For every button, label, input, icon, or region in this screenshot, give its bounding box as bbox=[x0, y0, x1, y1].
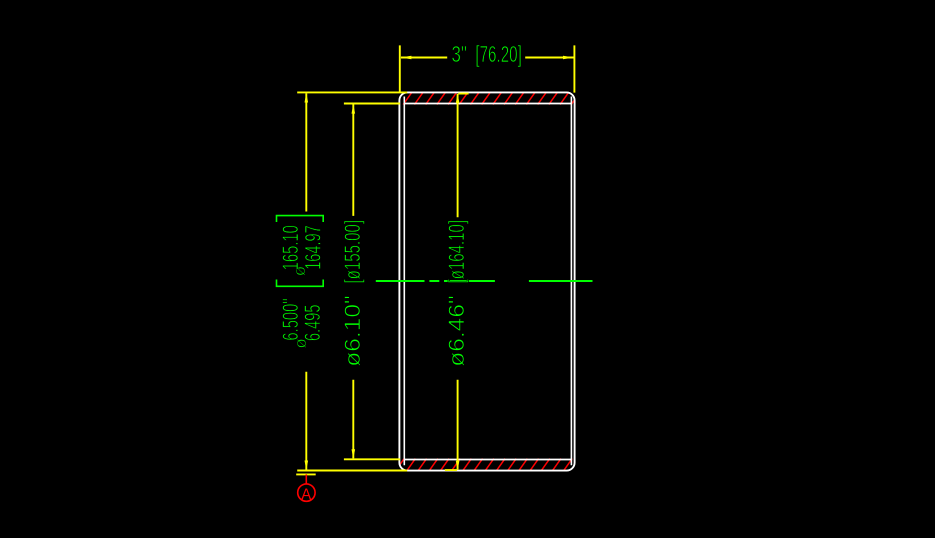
svg-text:[ø164.10]: [ø164.10] bbox=[444, 220, 469, 284]
svg-text:6.500": 6.500" bbox=[278, 298, 303, 340]
svg-text:A: A bbox=[301, 486, 312, 503]
svg-text:ø: ø bbox=[290, 266, 309, 276]
svg-text:3": 3" bbox=[452, 41, 467, 67]
svg-text:164.97: 164.97 bbox=[301, 225, 326, 270]
svg-text:ø6.10": ø6.10" bbox=[340, 295, 365, 367]
svg-text:[76.20]: [76.20] bbox=[475, 41, 521, 67]
svg-text:ø6.46": ø6.46" bbox=[444, 295, 469, 367]
svg-text:[ø155.00]: [ø155.00] bbox=[340, 220, 365, 284]
svg-text:165.10: 165.10 bbox=[278, 225, 303, 270]
svg-text:ø: ø bbox=[291, 338, 310, 348]
svg-text:6.495: 6.495 bbox=[300, 305, 325, 342]
